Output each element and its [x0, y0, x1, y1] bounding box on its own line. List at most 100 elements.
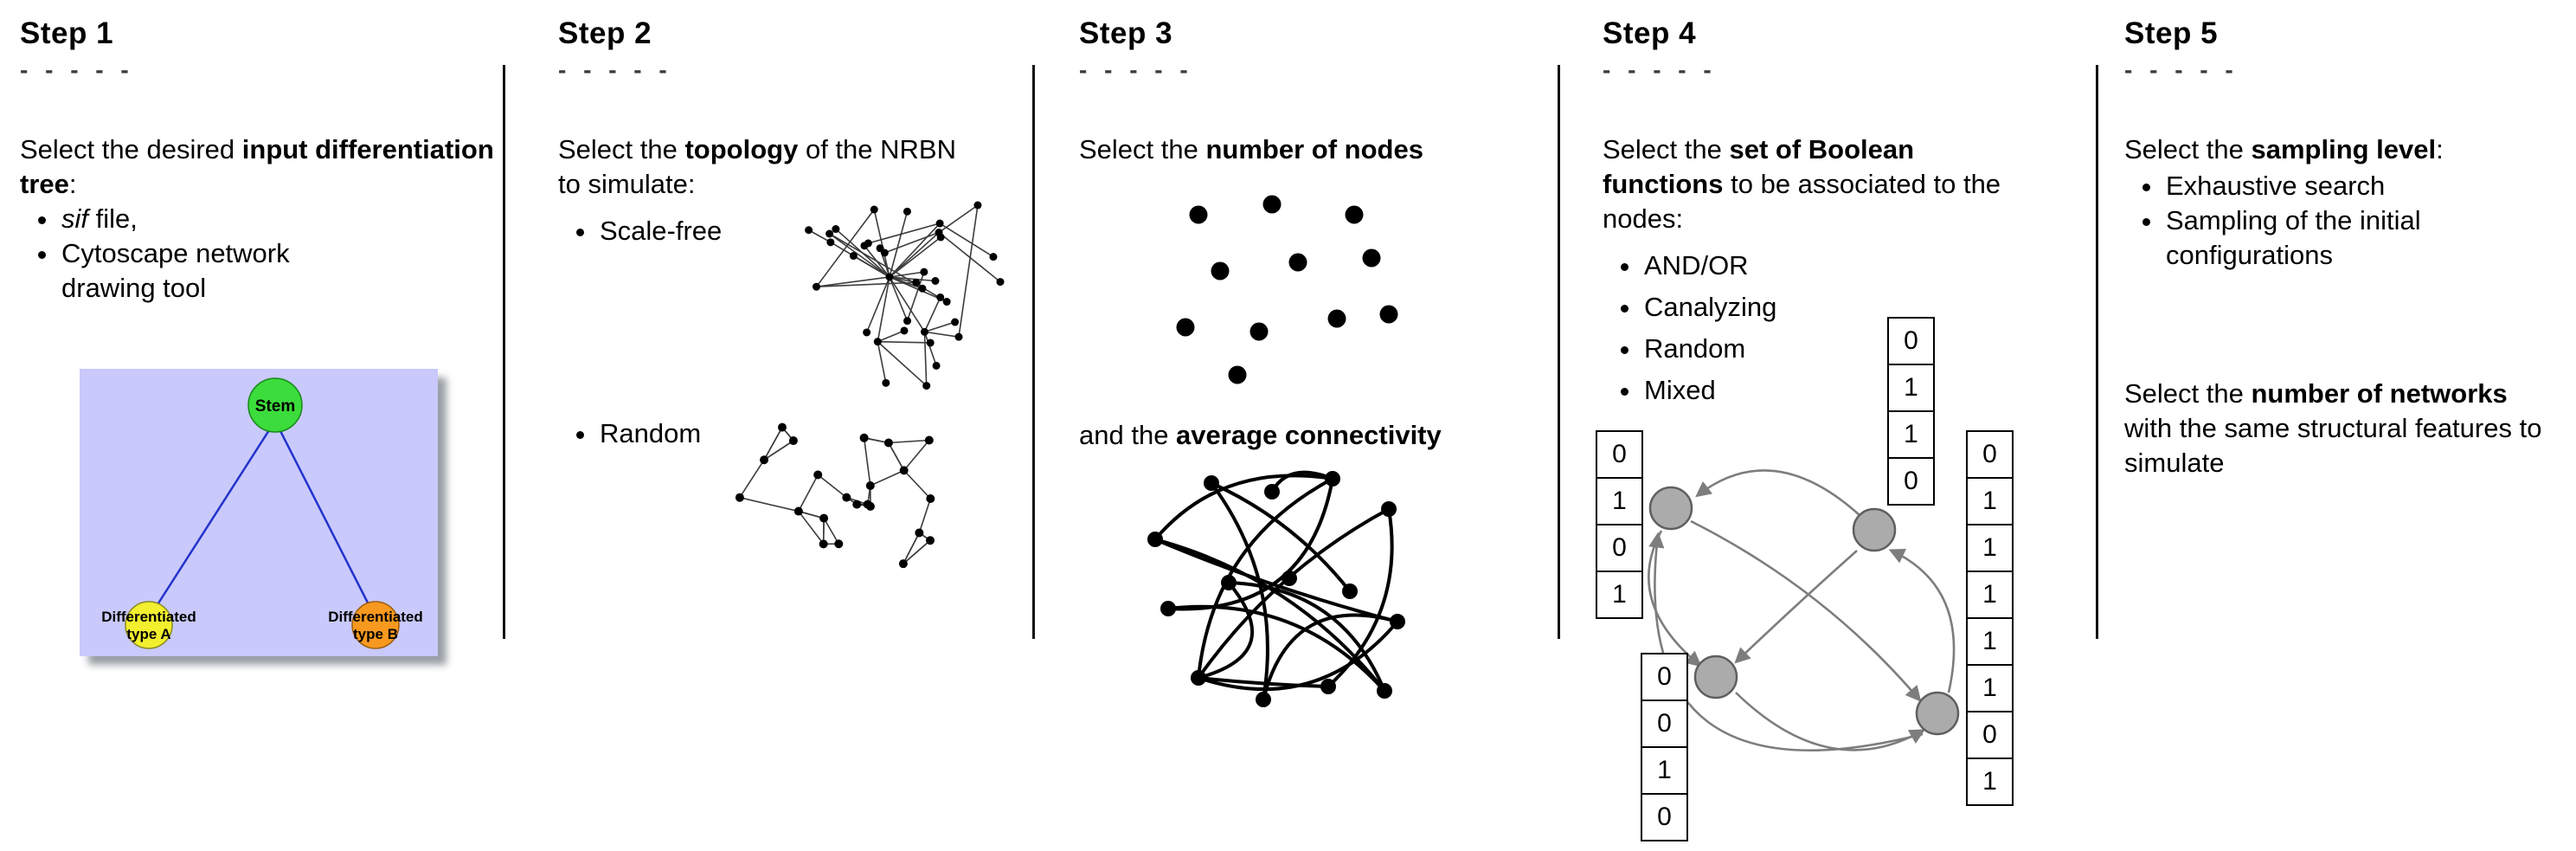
intro-text: :	[68, 169, 77, 199]
truth-table-cell: 0	[1966, 430, 2014, 479]
truth-table-cell: 1	[1966, 664, 2014, 712]
truth-table-right: 0 1 1 1 1 1 0 1	[1966, 430, 2014, 806]
stem-node-label: Stem	[255, 397, 295, 416]
differentiation-tree-svg: Stem Differentiated type A Differentiate…	[101, 377, 423, 649]
type-a-label-line1: Differentiated	[101, 609, 196, 625]
connectivity-network-image	[1147, 470, 1405, 707]
bullet-random-function: Random	[1642, 332, 1888, 366]
differentiation-tree-image: Stem Differentiated type A Differentiate…	[80, 369, 438, 656]
intro-text: Select the	[2124, 134, 2252, 164]
truth-table-cell: 0	[1596, 524, 1643, 572]
step1-bullet-list: sif file, Cytoscape network drawing tool	[20, 202, 375, 306]
step1-intro: Select the desired input differentiation…	[20, 132, 500, 202]
step4-title: Step 4	[1603, 16, 1697, 50]
bullet-mixed: Mixed	[1642, 373, 1888, 408]
edge-n4-n2	[1888, 549, 1956, 693]
boolean-node-2	[1852, 507, 1897, 552]
truth-table-cell: 0	[1966, 711, 2014, 759]
truth-table-cell: 0	[1596, 430, 1643, 479]
bullet-and-or: AND/OR	[1642, 248, 1888, 283]
scale-free-network-image	[805, 201, 1005, 390]
bullet-cytoscape-tool: Cytoscape network drawing tool	[60, 236, 375, 306]
truth-table-cell: 0	[1641, 699, 1688, 748]
edge-n4-n1-loop	[1648, 532, 1924, 751]
truth-table-cell: 1	[1966, 524, 2014, 572]
tree-edge-right	[273, 420, 377, 619]
step4-bullet-list: AND/OR Canalyzing Random Mixed	[1603, 248, 1888, 415]
step2-intro: Select the topology of the NRBN to simul…	[558, 132, 960, 202]
nodes-scatter-image	[1176, 195, 1398, 384]
intro-text: Select the	[1079, 134, 1206, 164]
truth-table-cell: 0	[1641, 793, 1688, 841]
boolean-node-4	[1915, 691, 1960, 736]
bullet-random: Random	[598, 416, 835, 451]
intro-text: Select the	[1603, 134, 1730, 164]
boolean-node-3	[1693, 654, 1738, 699]
column-divider	[503, 65, 505, 639]
step4-dashes: - - - - -	[1603, 56, 1717, 83]
edge-n2-n1	[1695, 469, 1860, 516]
truth-table-cell: 0	[1887, 317, 1935, 365]
intro-text: :	[2436, 134, 2444, 164]
step4-intro: Select the set of Boolean functions to b…	[1603, 132, 2014, 236]
step3-column: Step 3 - - - - - Select the number of no…	[1079, 16, 1564, 848]
intro-emphasis: sampling level	[2251, 134, 2437, 164]
intro-text: Select the	[2124, 378, 2252, 409]
random-network-image	[735, 422, 935, 569]
intro-emphasis: input differentiation tree	[20, 134, 494, 199]
intro-text: Select the desired	[20, 134, 242, 164]
truth-table-bottom-left: 0 0 1 0	[1641, 653, 1688, 841]
step5-para2: Select the number of networks with the s…	[2124, 377, 2561, 480]
bullet-sampling-initial: Sampling of the initial configurations	[2164, 203, 2540, 273]
boolean-network-diagram	[1648, 469, 1960, 751]
truth-table-top: 0 1 1 0	[1887, 317, 1935, 506]
step1-column: Step 1 - - - - - Select the desired inpu…	[20, 16, 500, 848]
step4-column: Step 4 - - - - - Select the set of Boole…	[1603, 16, 2014, 848]
bullet-exhaustive-search: Exhaustive search	[2164, 169, 2540, 203]
truth-table-cell: 1	[1596, 477, 1643, 525]
truth-table-cell: 1	[1887, 364, 1935, 412]
column-divider	[1032, 65, 1035, 639]
step3-dashes: - - - - -	[1079, 56, 1193, 83]
step2-dashes: - - - - -	[558, 56, 672, 83]
bullet-sif-file: sif file,	[60, 202, 375, 236]
edge-n3-n4	[1735, 692, 1926, 751]
type-a-label-line2: type A	[126, 626, 170, 642]
stem-node	[247, 377, 303, 433]
truth-table-cell: 1	[1966, 477, 2014, 525]
truth-table-cell: 1	[1641, 746, 1688, 795]
step2-bullet-random-list: Random	[558, 416, 835, 451]
type-b-label-line1: Differentiated	[328, 609, 423, 625]
truth-table-left: 0 1 0 1	[1596, 430, 1643, 619]
intro-emphasis: number of networks	[2251, 378, 2508, 409]
truth-table-cell: 1	[1887, 410, 1935, 459]
step5-dashes: - - - - -	[2124, 56, 2239, 83]
step3-title: Step 3	[1079, 16, 1173, 50]
intro-text: of the NRBN to simulate:	[558, 134, 956, 199]
column-divider	[1558, 65, 1560, 639]
intro-text: and the	[1079, 420, 1177, 450]
step3-line2: and the average connectivity	[1079, 418, 1564, 453]
intro-emphasis: set of Boolean functions	[1603, 134, 1915, 199]
truth-table-cell: 1	[1596, 571, 1643, 619]
step2-bullet-scale-free-list: Scale-free	[558, 214, 835, 248]
boolean-node-1	[1648, 486, 1693, 531]
sif-italic: sif	[61, 203, 88, 234]
intro-emphasis: average connectivity	[1176, 420, 1442, 450]
step2-column: Step 2 - - - - - Select the topology of …	[558, 16, 960, 848]
type-b-node	[351, 601, 400, 649]
truth-table-cell: 1	[1966, 758, 2014, 806]
step5-bullet-list: Exhaustive search Sampling of the initia…	[2124, 169, 2540, 273]
step3-line1: Select the number of nodes	[1079, 132, 1564, 167]
column-divider	[2096, 65, 2098, 639]
step1-title: Step 1	[20, 16, 114, 50]
step5-intro: Select the sampling level:	[2124, 132, 2561, 167]
truth-table-cell: 0	[1887, 457, 1935, 506]
bullet-canalyzing: Canalyzing	[1642, 290, 1888, 325]
step2-title: Step 2	[558, 16, 652, 50]
bullet-scale-free: Scale-free	[598, 214, 835, 248]
truth-table-cell: 1	[1966, 617, 2014, 666]
bullet-text: file,	[88, 203, 138, 234]
step1-dashes: - - - - -	[20, 56, 134, 83]
